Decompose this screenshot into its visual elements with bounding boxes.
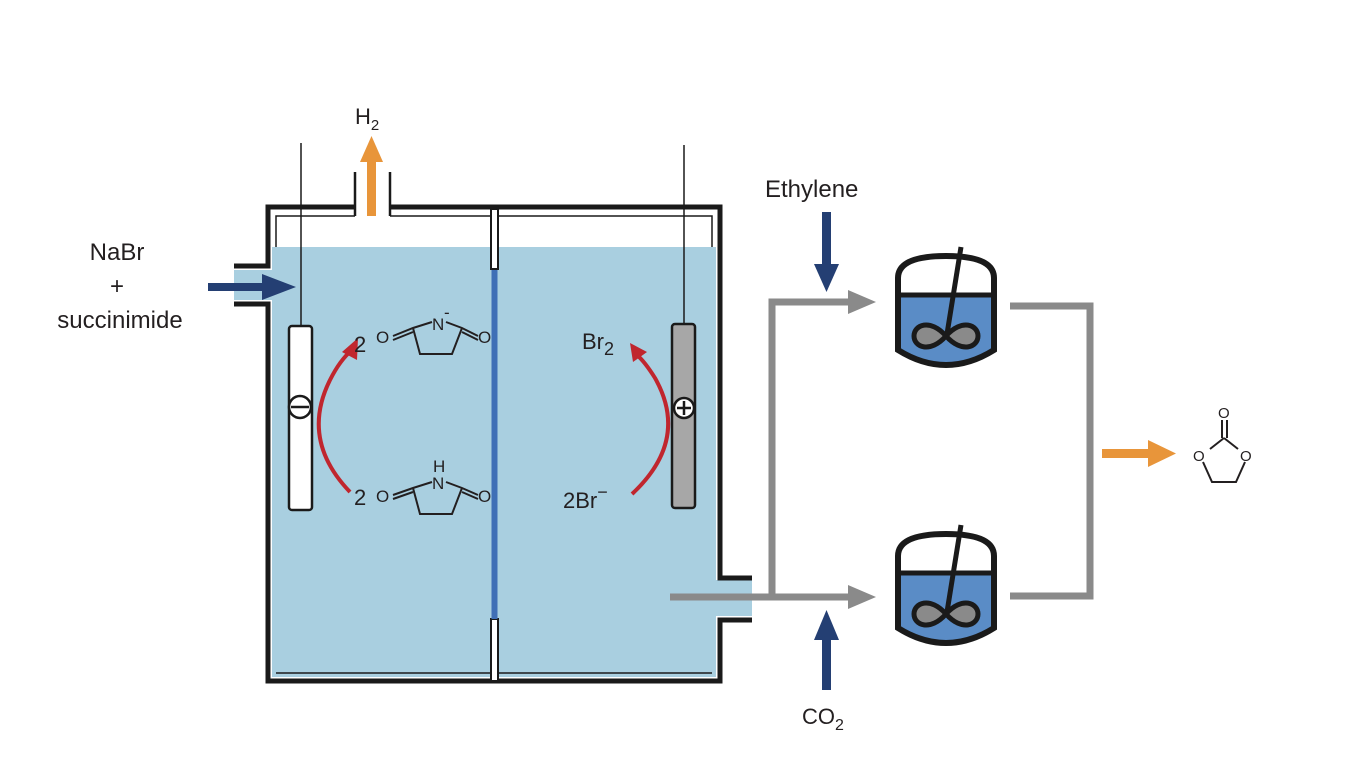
h2-label-text: H xyxy=(355,104,371,129)
co2-arrow-icon xyxy=(814,610,839,690)
reactor-bottom xyxy=(895,524,997,646)
bromide-charge: − xyxy=(597,482,608,502)
h2-vent xyxy=(353,172,392,216)
reactor-vessel xyxy=(895,252,997,368)
atom-o-right: O xyxy=(478,328,491,347)
cathode-reaction-arrow-icon xyxy=(316,348,354,494)
merge-pipe xyxy=(1010,302,1094,600)
co2-label: CO2 xyxy=(802,704,844,734)
coef-top: 2 xyxy=(354,332,366,357)
atom-o-right: O xyxy=(1240,448,1252,465)
feed-label-line1: NaBr xyxy=(90,239,145,266)
stirrer-impeller-icon xyxy=(911,600,981,628)
h2-label-sub: 2 xyxy=(371,117,379,134)
riser-pipe xyxy=(768,298,858,597)
atom-o-left: O xyxy=(376,487,389,506)
co2-label-sub: 2 xyxy=(835,717,844,734)
br2-label-text: Br xyxy=(582,329,604,354)
reactor-top xyxy=(895,246,997,368)
ethylene-label: Ethylene xyxy=(765,176,858,203)
feed-label-line2: + xyxy=(110,273,124,300)
atom-o-top: O xyxy=(1218,405,1230,422)
succinimide-anion-structure: O N - O xyxy=(376,303,491,355)
feed-label-line3: succinimide xyxy=(57,307,182,334)
ethylene-arrow-icon xyxy=(814,212,839,292)
br2-label-sub: 2 xyxy=(604,339,614,359)
membrane-bottom-support xyxy=(490,618,499,682)
stirrer-impeller-icon xyxy=(911,322,981,350)
bromide-label-text: 2Br xyxy=(563,488,597,513)
cell-wall xyxy=(234,204,752,684)
anion-charge: - xyxy=(444,303,450,322)
atom-n: N xyxy=(432,474,444,493)
atom-o-left: O xyxy=(376,328,389,347)
pipe-network xyxy=(670,290,1094,609)
succinimide-structure: O N H O xyxy=(376,457,491,515)
bromide-label: 2Br− xyxy=(563,482,608,513)
electrochemical-cell xyxy=(234,143,752,684)
coef-bottom: 2 xyxy=(354,485,366,510)
co2-label-text: CO xyxy=(802,704,835,729)
atom-o-right: O xyxy=(478,487,491,506)
h2-arrow-icon xyxy=(360,136,383,216)
atom-o-left: O xyxy=(1193,448,1205,465)
anode-reaction-arrow-icon xyxy=(630,353,671,496)
atom-n: N xyxy=(432,315,444,334)
product-arrow-icon xyxy=(1102,440,1176,467)
anode-arrowhead-icon xyxy=(630,343,647,362)
reactor-vessel xyxy=(895,530,997,646)
br2-label: Br2 xyxy=(582,329,614,359)
cathode-arrowhead-icon xyxy=(342,338,358,360)
h2-label: H2 xyxy=(355,104,379,134)
ethylene-carbonate-structure: O O O xyxy=(1193,405,1252,483)
atom-h: H xyxy=(433,457,445,476)
pipe-arrowhead-bottom-icon xyxy=(848,585,876,609)
membrane-top-support xyxy=(490,208,499,270)
pipe-arrowhead-top-icon xyxy=(848,290,876,314)
feed-arrow-icon xyxy=(208,274,296,300)
stirrer-shaft xyxy=(944,246,964,335)
stirrer-shaft xyxy=(944,524,964,613)
